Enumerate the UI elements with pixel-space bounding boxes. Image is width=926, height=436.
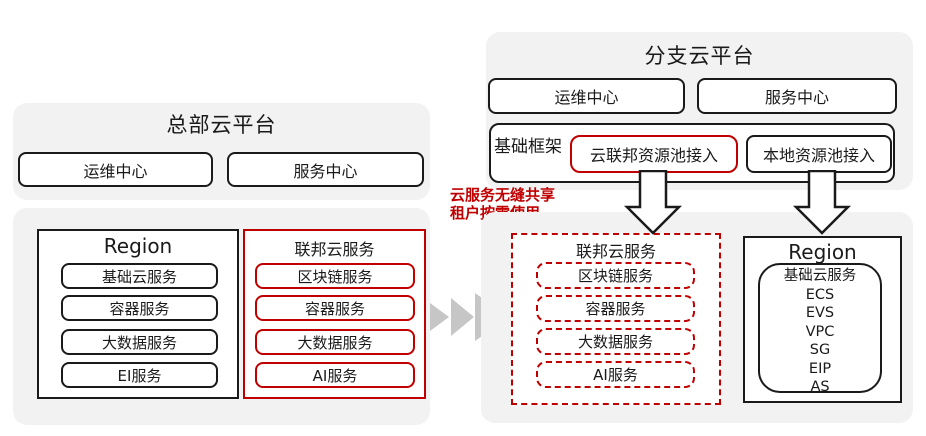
- annotation-line1: 云服务无缝共享: [450, 186, 556, 204]
- hq-service-center-box: 服务中心: [227, 152, 424, 187]
- down-arrow-federation-icon: [623, 170, 683, 235]
- hq-federation-item: 区块链服务: [255, 263, 415, 289]
- local-pool-access-label: 本地资源池接入: [762, 146, 875, 165]
- hq-region-item: EI服务: [61, 362, 218, 388]
- branch-federation-item: 大数据服务: [536, 328, 695, 355]
- down-arrow-local-icon: [792, 170, 852, 235]
- hq-federation-item: 容器服务: [255, 295, 415, 321]
- branch-federation-title: 联邦云服务: [575, 242, 656, 261]
- branch-region-service: VPC: [805, 323, 835, 340]
- branch-region-service: 基础云服务: [783, 268, 857, 284]
- hq-region-item: 基础云服务: [61, 263, 218, 289]
- branch-region-service: EVS: [805, 305, 835, 321]
- hq-region-item: 大数据服务: [61, 329, 218, 355]
- branch-region-services-box: 基础云服务 ECS EVS VPC SG EIP AS: [758, 263, 882, 395]
- branch-platform-title: 分支云平台: [644, 44, 755, 68]
- hq-federation-title: 联邦云服务: [294, 240, 375, 259]
- branch-federation-item: 容器服务: [536, 295, 695, 322]
- hq-ops-center-label: 运维中心: [83, 161, 148, 181]
- branch-ops-center-box: 运维中心: [488, 78, 685, 114]
- branch-federation-item: 区块链服务: [536, 262, 695, 289]
- framework-label: 基础框架: [494, 137, 562, 157]
- hq-service-center-label: 服务中心: [293, 161, 358, 181]
- branch-region-title: Region: [788, 240, 857, 264]
- branch-service-center-label: 服务中心: [764, 88, 829, 107]
- branch-service-center-box: 服务中心: [697, 78, 897, 114]
- branch-ops-center-label: 运维中心: [554, 88, 619, 107]
- branch-region-service: ECS: [805, 286, 835, 303]
- hq-region-item: 容器服务: [61, 295, 218, 321]
- branch-region-service: SG: [809, 342, 831, 358]
- hq-ops-center-box: 运维中心: [18, 152, 213, 187]
- branch-federation-item: AI服务: [536, 361, 695, 388]
- cloud-federation-access-label: 云联邦资源池接入: [589, 146, 718, 165]
- hq-federation-item: 大数据服务: [255, 329, 415, 355]
- hq-region-title: Region: [103, 234, 173, 258]
- branch-region-service: AS: [810, 379, 830, 395]
- branch-region-service: EIP: [808, 360, 832, 377]
- local-pool-access-box: 本地资源池接入: [746, 135, 892, 173]
- hq-federation-item: AI服务: [255, 362, 415, 388]
- cloud-federation-access-box: 云联邦资源池接入: [570, 135, 738, 173]
- hq-platform-title: 总部云平台: [166, 113, 277, 137]
